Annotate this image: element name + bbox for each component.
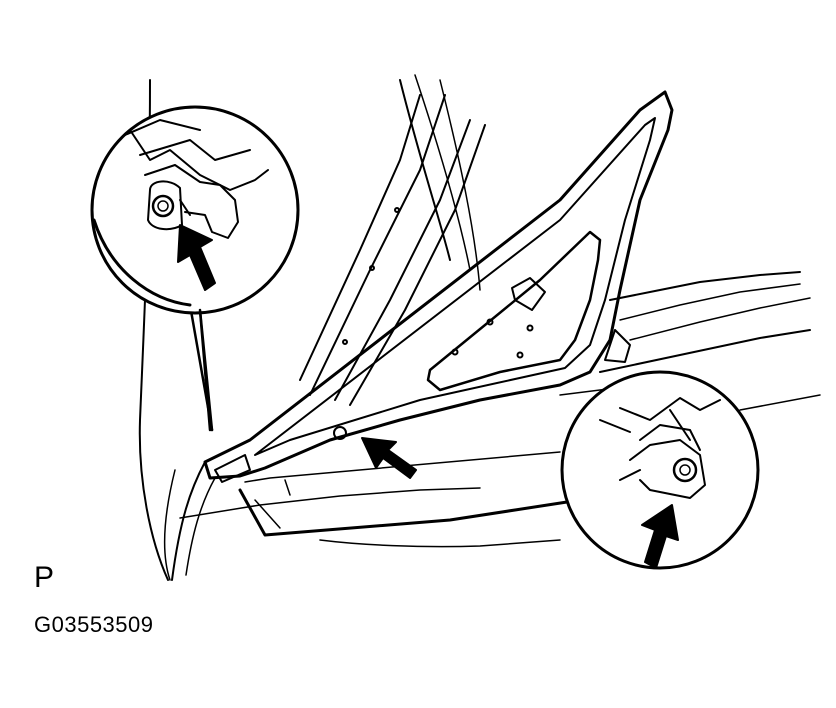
view-label: P xyxy=(34,561,55,594)
main-arrow-icon xyxy=(361,437,417,479)
lower-molding xyxy=(238,451,582,537)
figure-code: G03553509 xyxy=(34,612,154,637)
pillar-base-lines xyxy=(171,461,216,581)
upper-left-arrow-icon xyxy=(177,224,216,291)
door-frame-pillar xyxy=(299,94,486,406)
upper-left-detail-callout xyxy=(90,105,300,432)
quarter-window-garnish xyxy=(203,90,674,483)
lower-right-detail-callout xyxy=(560,370,760,570)
car-body-lines xyxy=(138,74,821,581)
lower-right-arrow-icon xyxy=(641,504,679,569)
